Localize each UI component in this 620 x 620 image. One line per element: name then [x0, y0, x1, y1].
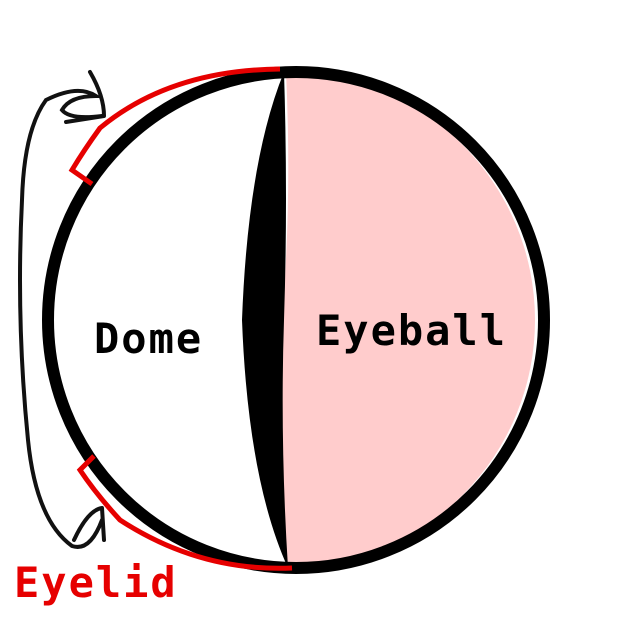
dome-boundary	[242, 72, 288, 568]
dome-label: Dome	[94, 314, 204, 363]
eyeball-label: Eyeball	[316, 306, 508, 355]
lower-eyelid	[76, 454, 293, 571]
arrow-head-top	[64, 70, 106, 124]
eyelid-label: Eyelid	[14, 558, 178, 607]
eye-outline	[42, 66, 550, 574]
eyeball-region	[274, 71, 536, 568]
arrow-head-bottom	[72, 506, 106, 542]
eyelid-motion-arrow	[18, 88, 104, 549]
upper-eyelid	[68, 66, 281, 187]
